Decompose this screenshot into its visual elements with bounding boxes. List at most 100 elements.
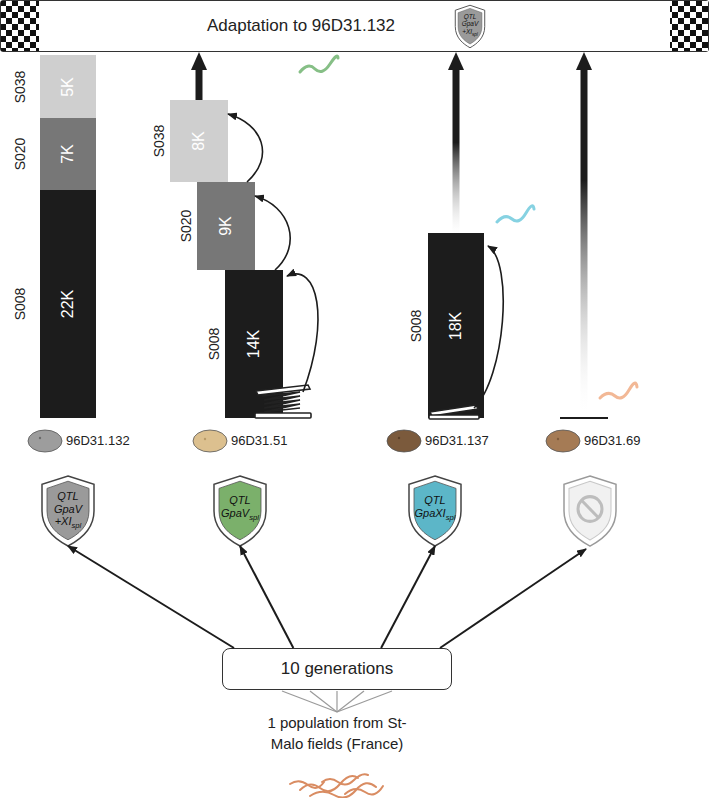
nematode-worm <box>300 56 637 398</box>
shield-fill <box>458 8 482 44</box>
qtl-subscript: spl <box>472 32 478 37</box>
nematode-cluster <box>290 774 383 797</box>
nematode-worm <box>600 383 637 398</box>
population-lines <box>336 691 337 712</box>
resistance-shield-empty <box>582 501 598 517</box>
resistance-shield-empty <box>569 481 611 540</box>
generation-label: S038 <box>151 125 167 158</box>
shield-border <box>409 476 461 546</box>
nematode-cluster <box>322 774 368 784</box>
shield-fill <box>414 481 456 540</box>
cultivar-label: 96D31.132 <box>66 433 130 448</box>
shield-fill <box>47 481 89 540</box>
population-lines <box>282 691 392 712</box>
shield-border <box>455 5 484 48</box>
shield-line: +XIspl <box>38 515 98 531</box>
cultivar-label: 96D31.51 <box>231 433 287 448</box>
qtl-name: QTL <box>424 494 445 506</box>
connector-arrow <box>240 546 293 648</box>
population-lines <box>282 691 337 712</box>
population-size: 5K <box>59 77 77 97</box>
population-lines <box>310 691 337 712</box>
resistance-shield-empty <box>564 476 616 546</box>
qtl-name: QTL <box>229 494 250 506</box>
qtl-name: GpaV <box>54 503 82 515</box>
shield-border <box>42 476 94 546</box>
population-size: 8K <box>190 131 208 151</box>
shield-border <box>214 476 266 546</box>
curved-arrow <box>287 246 503 408</box>
connector-arrow <box>68 546 234 648</box>
shield-line: GpaV <box>38 503 98 516</box>
resistance-shield-empty <box>578 497 602 522</box>
resistance-shield: QTLGpaXIspl <box>405 474 465 548</box>
resistance-shield: QTLGpaVspl <box>210 474 270 548</box>
potato-icon <box>204 438 206 440</box>
shield-text: QTLGpaV+XIspl <box>453 13 487 37</box>
qtl-subscript: spl <box>446 513 456 522</box>
box-text: 10 generations <box>223 659 451 679</box>
population-label: 1 population from St-Malo fields (France… <box>267 712 407 754</box>
potato-icon <box>557 438 559 440</box>
qtl-name: GpaV <box>221 507 249 519</box>
stepper-spring-icon <box>255 413 311 418</box>
resistance-shield: QTLGpaV+XIspl <box>38 474 98 548</box>
potato-icon <box>28 430 580 452</box>
nematode-cluster <box>290 781 324 788</box>
connector-arrow <box>196 64 203 100</box>
shield-line: QTL <box>453 13 487 20</box>
qtl-subscript: spl <box>249 513 259 522</box>
banner-title: Adaptation to 96D31.132 <box>151 16 451 36</box>
checkered-flag <box>670 1 708 51</box>
population-bar: S0385K <box>40 55 96 118</box>
population-lines <box>337 691 392 712</box>
cultivar-label: 96D31.137 <box>425 433 489 448</box>
stepper-flat-icon <box>429 405 479 419</box>
generation-label: S008 <box>206 328 222 361</box>
shield-line: QTL <box>210 494 270 507</box>
population-bar: S00822K <box>40 190 96 418</box>
connector-arrow <box>381 546 435 648</box>
potato-icon <box>193 430 227 452</box>
generation-arrow <box>440 549 586 648</box>
population-lines <box>337 691 364 712</box>
generation-label: S020 <box>178 210 194 243</box>
resistance-shield: QTLGpaV+XIspl <box>453 4 487 49</box>
qtl-name: +XI <box>462 28 472 35</box>
shield-line: GpaXIspl <box>405 507 465 523</box>
population-size: 22K <box>59 290 77 318</box>
qtl-name: QTL <box>464 13 477 20</box>
shield-text: QTLGpaVspl <box>210 494 270 523</box>
stepper-spring-icon <box>255 385 311 418</box>
shield-line: GpaV <box>453 20 487 27</box>
adaptation-arrow <box>560 417 608 419</box>
population-size: 14K <box>245 330 263 358</box>
shield-fill <box>219 481 261 540</box>
population-bar: S0207K <box>40 118 96 190</box>
connector-arrow <box>228 114 263 182</box>
potato-icon <box>39 437 41 439</box>
shield-text: QTLGpaXIspl <box>405 494 465 523</box>
generation-arrow <box>440 549 586 648</box>
qtl-name: +XI <box>55 515 72 527</box>
generation-label: S038 <box>12 70 28 103</box>
generation-label: S008 <box>408 309 424 342</box>
population-bar: S00814K <box>225 270 283 418</box>
connector-arrow <box>453 64 460 233</box>
population-bar: S00818K <box>428 233 484 418</box>
potato-icon <box>398 437 400 439</box>
qtl-name: GpaXI <box>414 507 445 519</box>
process-box: 10 generations <box>222 648 452 690</box>
generation-label: S020 <box>12 138 28 171</box>
qtl-name: QTL <box>57 490 78 502</box>
curved-arrow <box>474 246 503 408</box>
qtl-name: GpaV <box>462 20 479 27</box>
goal-banner: Adaptation to 96D31.132QTLGpaV+XIspl <box>0 0 709 52</box>
adaptation-arrow <box>560 64 608 418</box>
population-size: 7K <box>59 144 77 164</box>
stepper-spring-icon <box>262 392 300 412</box>
population-size: 9K <box>217 216 235 236</box>
nematode-cluster <box>345 786 383 794</box>
